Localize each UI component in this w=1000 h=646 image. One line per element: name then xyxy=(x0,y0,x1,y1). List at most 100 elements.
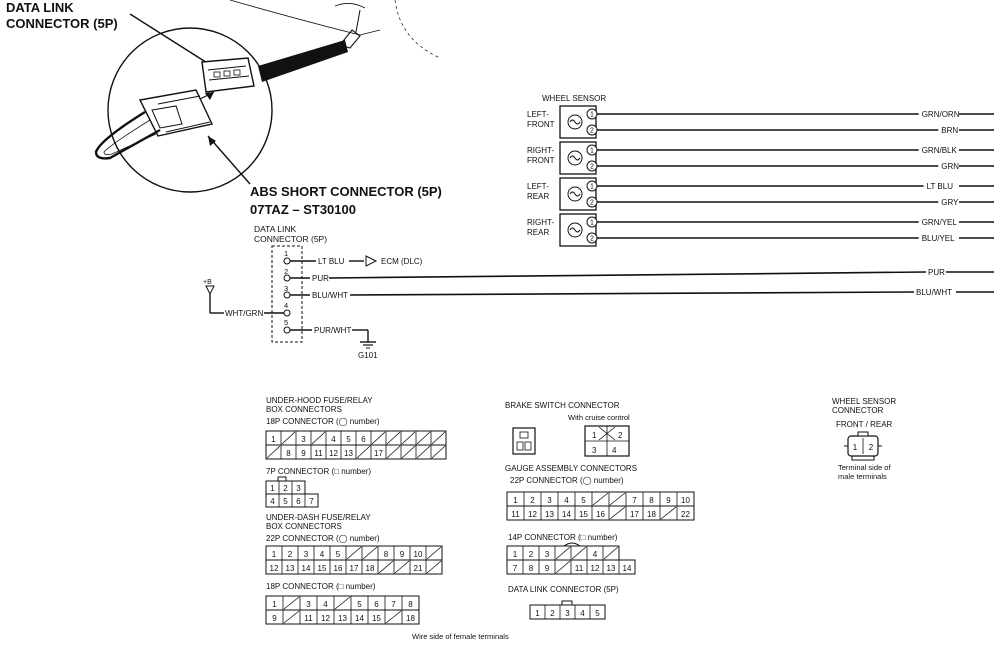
abs-short-connector-title: ABS SHORT CONNECTOR (5P) xyxy=(250,184,442,199)
dash-pointer xyxy=(355,9,361,33)
gauge-assembly-title: GAUGE ASSEMBLY CONNECTORS xyxy=(505,464,637,473)
unused-terminal xyxy=(555,546,571,560)
unused-terminal xyxy=(371,431,386,445)
terminal-number: 5 xyxy=(581,496,586,505)
terminal-number: 15 xyxy=(372,614,381,623)
unused-terminal xyxy=(356,445,371,459)
unused-terminal xyxy=(401,431,416,445)
terminal-number: 8 xyxy=(384,550,389,559)
dlc-pin-2: 2 xyxy=(284,267,288,276)
connector-18p-a-title: 18P CONNECTOR (◯ number) xyxy=(266,417,380,426)
wheel-sensor-pin-number: 1 xyxy=(590,184,594,191)
unused-terminal xyxy=(266,445,281,459)
terminal-number: 12 xyxy=(329,449,338,458)
pur-wire-line xyxy=(328,271,927,279)
terminal-number: 6 xyxy=(296,497,301,506)
terminal-number: 7 xyxy=(632,496,637,505)
dlc-label-line2: CONNECTOR (5P) xyxy=(254,234,327,244)
magnifier-circle xyxy=(107,27,273,193)
dash-detail xyxy=(334,3,366,9)
wheel-sensor-wire-label: GRN xyxy=(941,162,959,171)
unused-terminal xyxy=(362,546,378,560)
unused-terminal xyxy=(378,560,394,574)
unused-terminal xyxy=(394,560,410,574)
terminal-number: 4 xyxy=(593,550,598,559)
dlc-box xyxy=(271,245,303,343)
wheel-sensor-pin-number: 2 xyxy=(590,236,594,243)
unused-terminal xyxy=(431,431,446,445)
terminal-number: 3 xyxy=(306,600,311,609)
terminal-number: 17 xyxy=(374,449,383,458)
terminal-number: 5 xyxy=(336,550,341,559)
wheel-sensor-label: RIGHT- xyxy=(527,218,554,227)
wheel-sensor-wire-label: GRN/YEL xyxy=(922,218,958,227)
wheel-sensor-pin-number: 1 xyxy=(590,220,594,227)
dlc-ecm: ECM (DLC) xyxy=(381,257,423,266)
unused-terminal xyxy=(431,445,446,459)
terminal-number: 2 xyxy=(288,550,293,559)
unused-terminal xyxy=(401,445,416,459)
terminal-number: 13 xyxy=(344,449,353,458)
terminal-number: 1 xyxy=(272,550,277,559)
dlc-wire-2: PUR xyxy=(312,274,329,283)
terminal-number: 2 xyxy=(550,609,555,618)
terminal-number: 22 xyxy=(681,510,690,519)
underdash-title-line1: UNDER-DASH FUSE/RELAY xyxy=(266,513,371,522)
terminal-number: 12 xyxy=(270,564,279,573)
terminal-number: 17 xyxy=(350,564,359,573)
terminal-number: 4 xyxy=(270,497,275,506)
terminal-number: 18 xyxy=(366,564,375,573)
terminal-number: 1 xyxy=(513,496,518,505)
brake-pin: 1 xyxy=(592,431,597,440)
terminal-number: 7 xyxy=(513,564,518,573)
connector-14p-title: 14P CONNECTOR (□ number) xyxy=(508,533,618,542)
unused-terminal xyxy=(660,506,677,520)
ground-icon xyxy=(360,341,376,349)
connector-22p-a-title: 22P CONNECTOR (◯ number) xyxy=(266,534,380,543)
unused-terminal xyxy=(609,506,626,520)
wheel-sensor-label: LEFT- xyxy=(527,110,549,119)
brake-pin: 4 xyxy=(612,446,617,455)
wheel-sensor-wire-label: GRN/BLK xyxy=(922,146,958,155)
dash-outline xyxy=(229,0,381,36)
dash-edge xyxy=(394,0,441,59)
wheel-sensor-wire-label: BLU/YEL xyxy=(922,234,955,243)
terminal-number: 11 xyxy=(575,564,584,573)
wheel-sensor-label: RIGHT- xyxy=(527,146,554,155)
terminal-number: 9 xyxy=(400,550,405,559)
dlc-5p-title: DATA LINK CONNECTOR (5P) xyxy=(508,585,619,594)
dlc-label-line1: DATA LINK xyxy=(254,224,297,234)
pur-wire-right: PUR xyxy=(928,268,945,277)
leader-line xyxy=(129,13,213,67)
wheel-sensor-label: REAR xyxy=(527,228,549,237)
brake-switch-title: BRAKE SWITCH CONNECTOR xyxy=(505,401,620,410)
data-link-title-line2: CONNECTOR (5P) xyxy=(6,16,118,31)
leader-line-abs xyxy=(207,135,251,185)
wheel-sensor-pin-number: 2 xyxy=(590,164,594,171)
unused-terminal xyxy=(386,431,401,445)
underhood-title-line1: UNDER-HOOD FUSE/RELAY xyxy=(266,396,373,405)
terminal-number: 7 xyxy=(309,497,314,506)
terminal-number: 8 xyxy=(649,496,654,505)
dlc-pin-3: 3 xyxy=(284,284,288,293)
terminal-number: 4 xyxy=(323,600,328,609)
unused-terminal xyxy=(416,431,431,445)
dlc-wire-5: PUR/WHT xyxy=(314,326,351,335)
terminal-number: 13 xyxy=(545,510,554,519)
terminal-number: 11 xyxy=(314,449,323,458)
unused-terminal xyxy=(283,610,300,624)
terminal-number: 8 xyxy=(286,449,291,458)
dlc-wire-1: LT BLU xyxy=(318,257,345,266)
